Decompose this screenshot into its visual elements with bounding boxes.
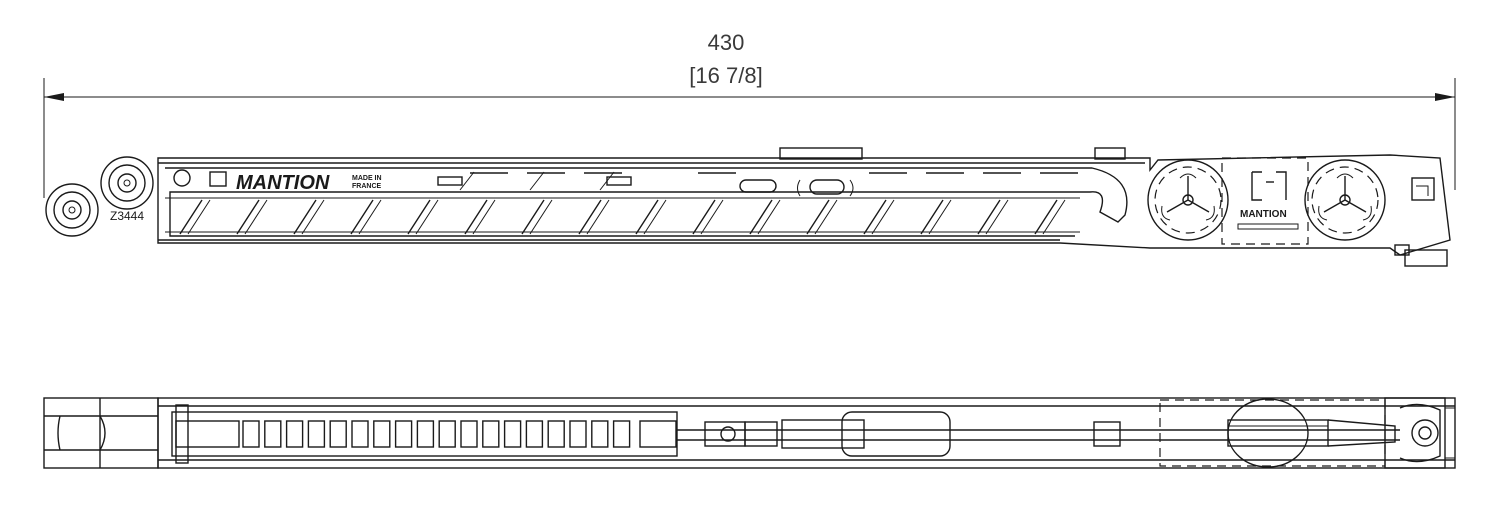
- right-wheel-right: [1304, 159, 1386, 241]
- made-in-line2: FRANCE: [352, 183, 381, 190]
- brand-logo: MANTION: [236, 172, 330, 194]
- left-roller-upper: [100, 156, 154, 210]
- right-wheel-left: [1147, 159, 1229, 241]
- part-code: Z3444: [110, 209, 144, 223]
- dimension-imperial: [16 7/8]: [689, 63, 762, 88]
- made-in-line1: MADE IN: [352, 175, 382, 182]
- brand-small: MANTION: [1240, 209, 1287, 220]
- comb-cells: [242, 420, 631, 448]
- top-view: [43, 397, 1456, 469]
- overall-dimension: 430 [16 7/8]: [43, 30, 1456, 198]
- rail-body: [157, 154, 1451, 256]
- left-roller-lower: [45, 183, 99, 237]
- side-view: Z3444 MANTION MADE IN FRANCE: [45, 147, 1451, 267]
- dimension-metric: 430: [708, 30, 745, 55]
- lower-hatch: [179, 199, 1066, 235]
- upper-hatch: [459, 171, 1078, 191]
